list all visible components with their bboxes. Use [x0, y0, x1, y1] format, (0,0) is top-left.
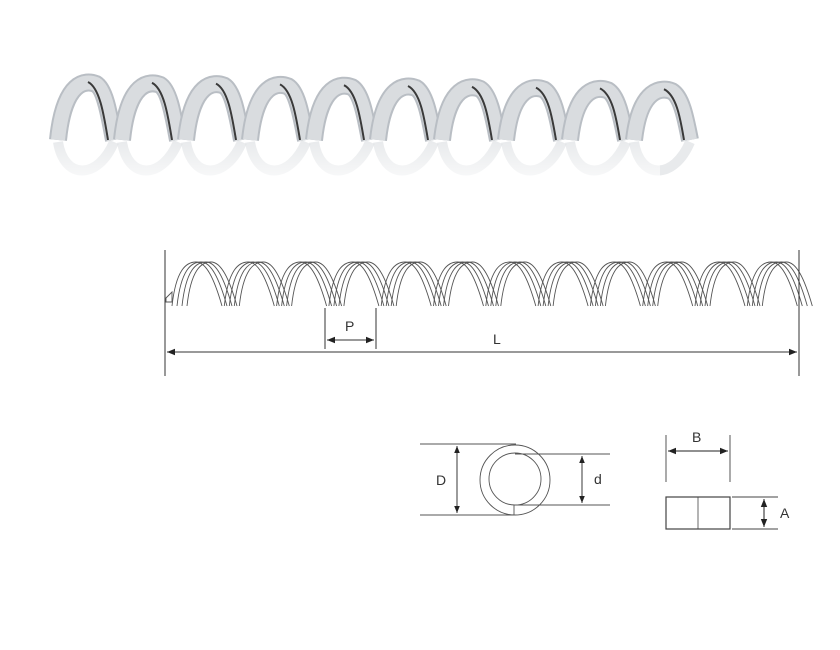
width-label: B: [692, 429, 701, 445]
coil-loop-edge: [333, 261, 385, 307]
coil-loop-edge: [238, 261, 290, 307]
coil-loop-edge: [589, 261, 641, 307]
coil-loop-edge: [652, 261, 704, 307]
coil-loop-edge: [547, 261, 599, 307]
coil-loop-edge: [438, 261, 489, 307]
coil-loop-edge: [495, 261, 547, 307]
coil-loop-edge: [176, 261, 228, 307]
pitch-label: P: [345, 318, 354, 334]
coil-loop-edge: [448, 261, 499, 307]
coil-loop-edge: [746, 261, 798, 307]
coil-loop-edge: [233, 261, 285, 307]
coil-loop-edge: [171, 261, 223, 307]
spiral-side-view-drawing: [165, 261, 813, 307]
coil-loop-edge: [286, 261, 338, 307]
coil-loop-edge: [228, 261, 280, 307]
coil-loop-edge: [490, 261, 542, 307]
coil-loop-edge: [761, 261, 813, 307]
coil-loop-edge: [385, 261, 437, 307]
coil-loop-edge: [694, 261, 746, 307]
coil-loop-edge: [328, 261, 380, 307]
coil-loop-edge: [500, 261, 552, 307]
coil-loop-edge: [642, 261, 694, 307]
coil-loop-edge: [594, 261, 646, 307]
length-dimension: [164, 250, 800, 376]
coil-loop-edge: [390, 261, 442, 307]
inner-diameter-label: d: [594, 471, 602, 487]
coil-loop-edge: [552, 261, 604, 307]
coil-loop-edge: [599, 261, 651, 307]
outer-diameter-label: D: [436, 472, 446, 488]
coil-loop-edge: [380, 261, 432, 307]
coil-loop-edge: [657, 261, 709, 307]
coil-loop-edge: [704, 261, 756, 307]
coil-loop-edge: [338, 261, 390, 307]
coil-loop-edge: [181, 261, 233, 307]
band-profile-view: [665, 435, 778, 530]
coil-loop-edge: [443, 261, 494, 307]
coil-loop-edge: [751, 261, 803, 307]
coil-loop-edge: [542, 261, 594, 307]
coil-loop-edge: [223, 261, 275, 307]
coil-loop-edge: [433, 261, 484, 307]
coil-loop-edge: [537, 261, 589, 307]
coil-loop-edge: [276, 261, 328, 307]
coil-loop-edge: [291, 261, 343, 307]
coil-loop-edge: [756, 261, 808, 307]
coil-loop-edge: [699, 261, 751, 307]
coil-loop-edge: [395, 261, 447, 307]
photo-reflection-fade: [50, 140, 660, 195]
band-end-cut: [165, 290, 173, 303]
inner-circle: [488, 452, 542, 506]
length-label: L: [493, 331, 501, 347]
thickness-label: A: [780, 505, 790, 521]
coil-loop-edge: [281, 261, 333, 307]
outer-circle: [479, 444, 551, 516]
coil-loop-edge: [647, 261, 699, 307]
coil-loop-edge: [604, 261, 656, 307]
coil-loop-edge: [343, 261, 395, 307]
coil-loop-edge: [709, 261, 761, 307]
cross-section-view: [420, 443, 610, 516]
coil-loop-edge: [186, 261, 238, 307]
coil-loop-edge: [485, 261, 537, 307]
